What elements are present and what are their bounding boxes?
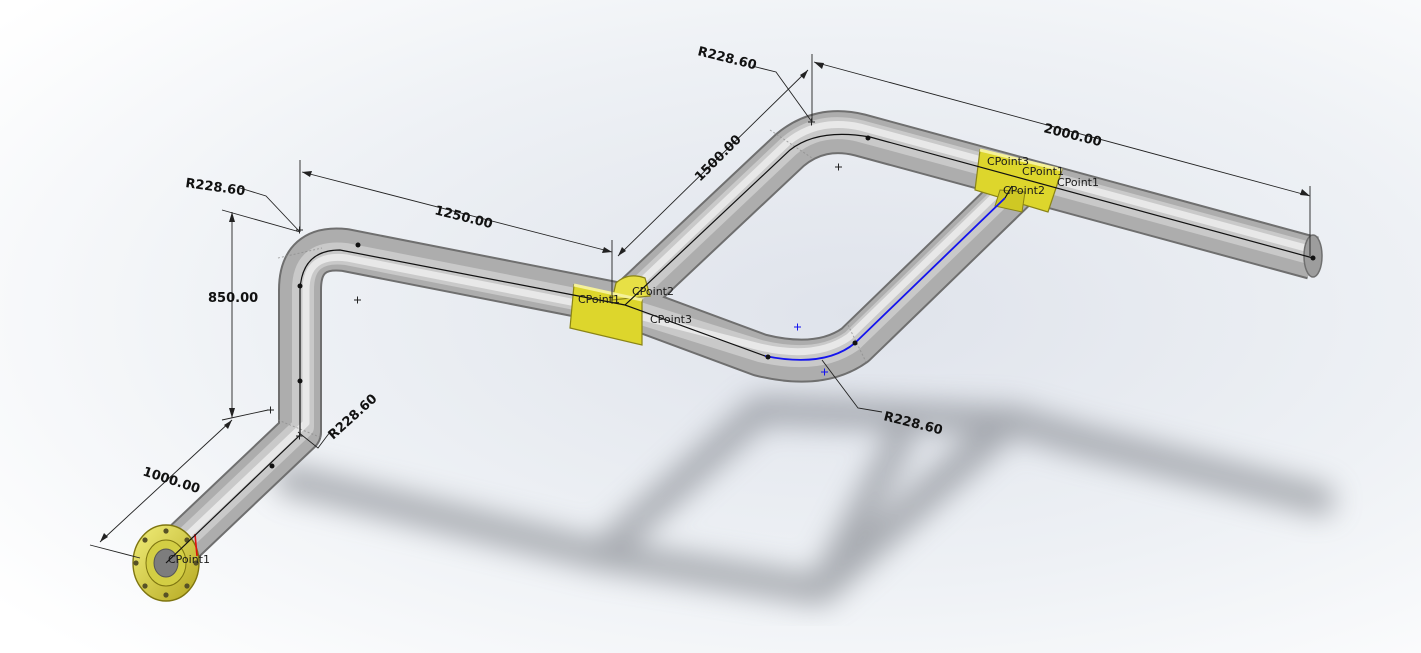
length-label-850[interactable]: 850.00 (208, 291, 258, 306)
floor-shadow (275, 396, 1335, 605)
cpoint-label-right-1[interactable]: CPoint1 (1022, 165, 1064, 178)
cpoint-label-right-3[interactable]: CPoint3 (987, 155, 1029, 168)
arc-center-markers-selected (794, 323, 828, 376)
cpoint-label-left-2[interactable]: CPoint2 (632, 285, 674, 298)
cpoint-label-flange[interactable]: CPoint1 (168, 553, 210, 566)
cpoint-label-left-3[interactable]: CPoint3 (650, 313, 692, 326)
connection-point-labels[interactable]: CPoint1 CPoint2 CPoint3 CPoint1 CPoint2 … (168, 155, 1099, 566)
dimension-lines[interactable] (89, 54, 1311, 559)
tee-fitting-left[interactable] (569, 275, 651, 346)
cpoint-label-right-extra[interactable]: CPoint1 (1057, 176, 1099, 189)
flange-bolt-holes (133, 528, 199, 598)
cpoint-label-right-2[interactable]: CPoint2 (1003, 184, 1045, 197)
tee-fitting-right[interactable] (974, 148, 1063, 213)
route-points[interactable] (269, 135, 1316, 469)
cpoint-label-left-1[interactable]: CPoint1 (578, 293, 620, 306)
flange-axis-marker (194, 533, 198, 557)
